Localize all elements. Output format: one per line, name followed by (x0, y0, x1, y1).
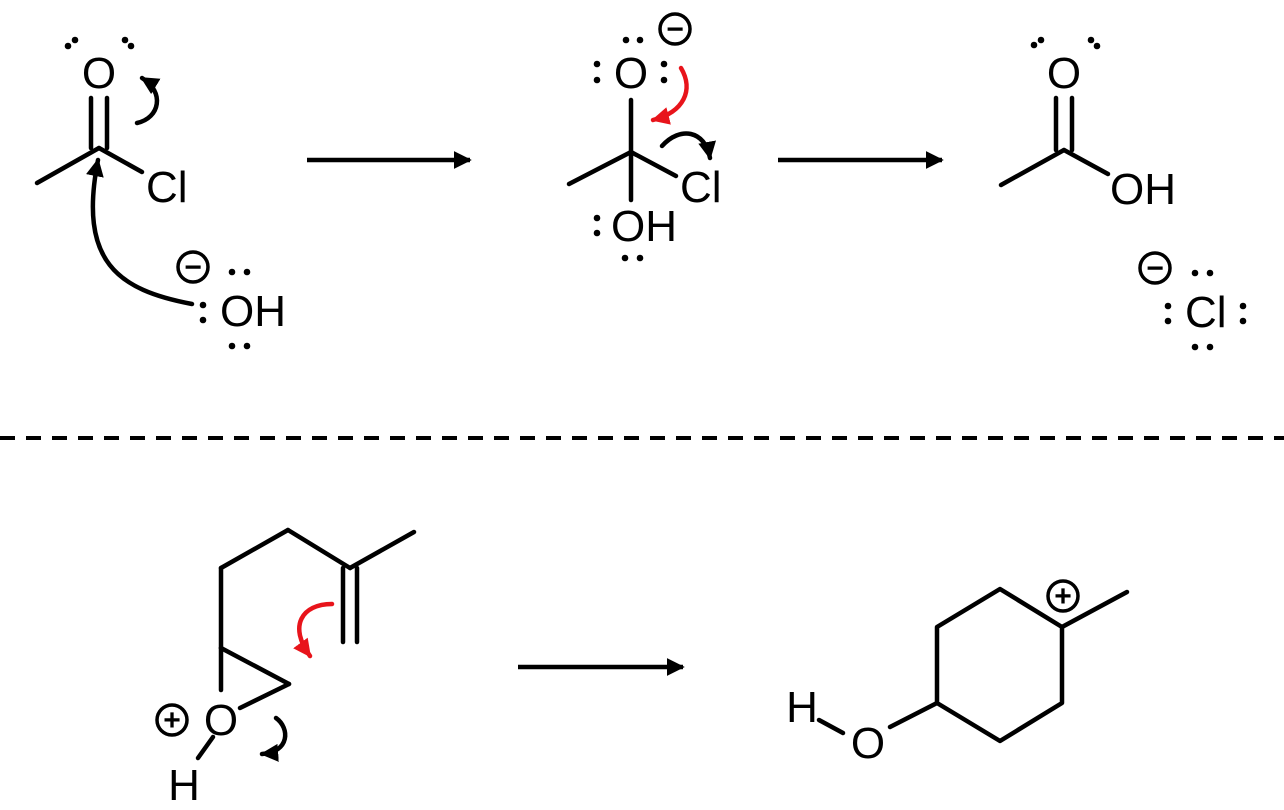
proton-label: H (786, 683, 818, 732)
plus-charge-ring (1046, 579, 1080, 613)
carbonyl-oxygen-label: O (82, 49, 116, 98)
c-cl-bond (628, 149, 679, 179)
minus-charge: − (666, 13, 684, 46)
cyclohexane-ring (934, 586, 1065, 744)
arrow-pi-to-oxygen (134, 75, 161, 126)
methyl-bond (566, 149, 634, 187)
hydroxyl-label: OH (1110, 165, 1176, 214)
minus-charge: − (1146, 252, 1164, 285)
chloride-ion: Cl − (1138, 251, 1247, 351)
chain-bond (218, 527, 291, 571)
o-h-bond (816, 717, 846, 736)
proton-label: H (168, 761, 200, 810)
arrow-alkene-attack (293, 601, 335, 659)
plus-charge: + (1054, 580, 1072, 613)
plus-charge: + (163, 704, 181, 737)
minus-charge-ring (1138, 251, 1172, 285)
tetrahedral-intermediate: O Cl OH − (566, 12, 722, 262)
lone-pairs (1030, 36, 1101, 50)
epoxide-c-o-bond (237, 681, 292, 711)
lone-pairs (1164, 269, 1247, 351)
epoxide-c-c-bond (218, 645, 292, 687)
arrow-reform-carbonyl (650, 65, 689, 125)
carbonyl-oxygen-label: O (1047, 49, 1081, 98)
arrow-hydroxide-attack (86, 157, 195, 307)
c-oh-bond (1061, 147, 1111, 177)
protonated-epoxide: O H + (155, 527, 417, 810)
minus-charge-ring (658, 12, 692, 46)
c-o-bond (887, 700, 940, 730)
lone-pairs (593, 36, 668, 262)
methyl-bond (347, 529, 417, 571)
plus-charge-ring (155, 703, 189, 737)
reaction-2: O H + O H + (155, 527, 1130, 810)
chlorine-label: Cl (680, 163, 722, 212)
hydroxide-ion: OH − (86, 157, 286, 350)
acyl-chloride: O Cl (34, 36, 188, 212)
hydroxide-label: OH (220, 287, 286, 336)
methyl-bond (998, 147, 1067, 188)
epoxide-oxygen-label: O (204, 696, 238, 745)
o-h-bond (195, 734, 216, 761)
minus-charge-ring (176, 250, 210, 284)
hydroxyl-oxygen-label: O (851, 719, 885, 768)
methyl-bond (1059, 589, 1130, 630)
arrow-epoxide-opening (259, 715, 288, 762)
lone-pairs (64, 36, 135, 50)
hydroxyl-label: OH (611, 202, 677, 251)
lone-pairs (199, 268, 251, 350)
cyclohexyl-cation: O H + (786, 579, 1130, 768)
reaction-1: O Cl OH − O (34, 12, 1247, 351)
chain-bond (285, 527, 353, 571)
chloride-label: Cl (1185, 288, 1227, 337)
arrow-chloride-leaves (659, 131, 716, 161)
c-cl-bond (96, 145, 145, 175)
carboxylic-acid: O OH (998, 36, 1176, 214)
methyl-bond (34, 145, 102, 186)
minus-charge: − (184, 251, 202, 284)
chlorine-label: Cl (146, 163, 188, 212)
oxide-oxygen-label: O (614, 49, 648, 98)
